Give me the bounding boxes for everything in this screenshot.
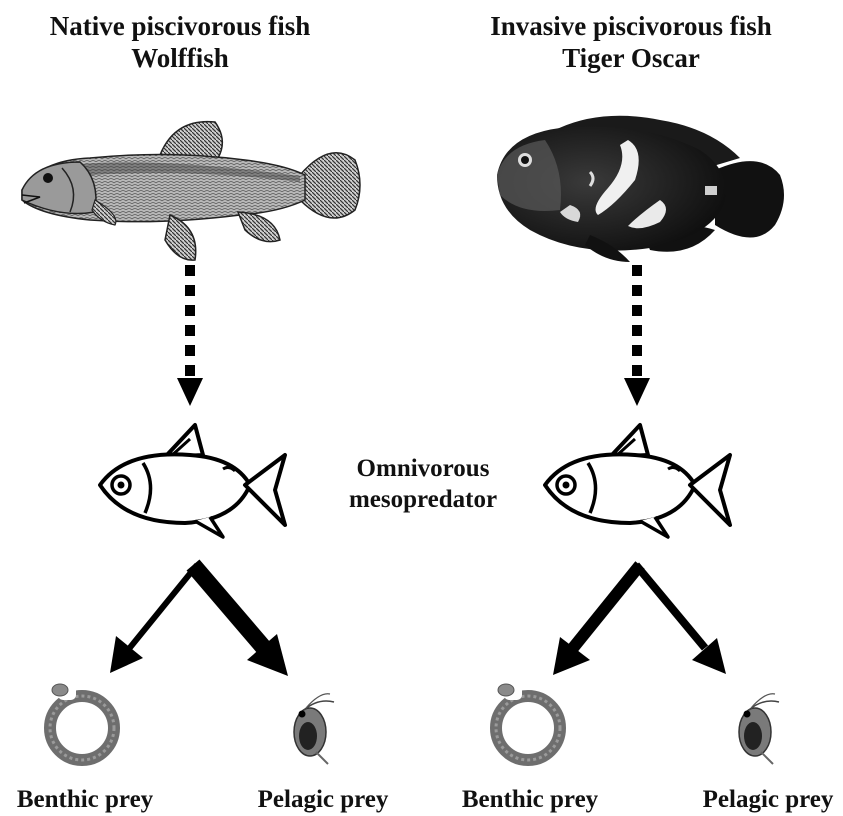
mesopredator-label: Omnivorous mesopredator: [318, 453, 528, 515]
benthic-prey-label-left: Benthic prey: [0, 786, 185, 814]
wolffish-illustration: [22, 122, 360, 261]
pelagic-prey-image-left: [294, 694, 334, 764]
benthic-prey-label-right: Benthic prey: [430, 786, 630, 814]
pelagic-prey-label-right: Pelagic prey: [668, 786, 843, 814]
mesopredator-to-pelagic-arrow-left: [193, 565, 288, 676]
predator-to-mesopredator-arrow-left: [177, 265, 203, 406]
mesopredator-label-line1: Omnivorous: [318, 453, 528, 484]
pelagic-prey-label-left: Pelagic prey: [223, 786, 423, 814]
mesopredator-to-benthic-arrow-right: [553, 565, 640, 675]
mesopredator-to-pelagic-arrow-right: [636, 565, 726, 674]
mesopredator-to-benthic-arrow-left: [110, 565, 197, 673]
mesopredator-fish-icon-left: [100, 425, 285, 537]
predator-to-mesopredator-arrow-right: [624, 265, 650, 406]
benthic-prey-image-left: [50, 684, 114, 760]
pelagic-prey-image-right: [739, 694, 779, 764]
benthic-prey-image-right: [496, 684, 560, 760]
tiger-oscar-photo: [497, 116, 784, 262]
mesopredator-fish-icon-right: [545, 425, 730, 537]
mesopredator-label-line2: mesopredator: [318, 484, 528, 515]
